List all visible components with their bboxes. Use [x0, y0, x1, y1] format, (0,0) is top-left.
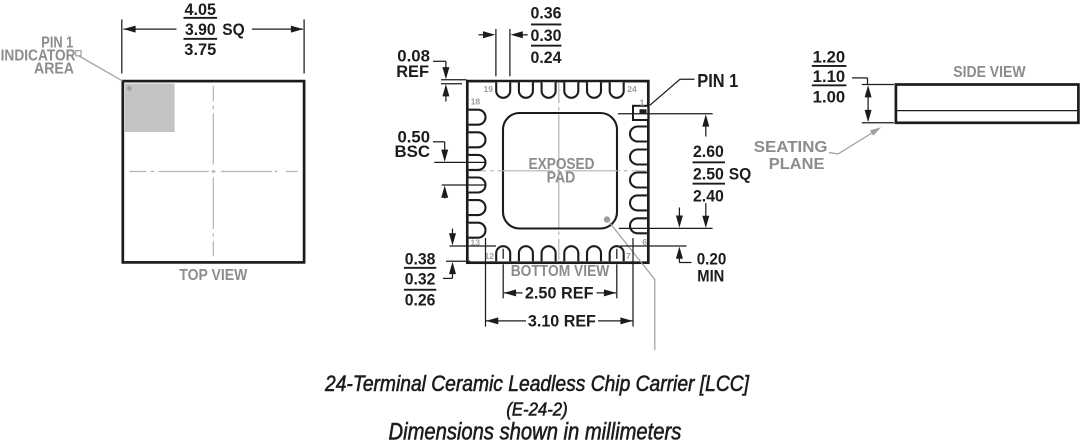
svg-text:1.20: 1.20 [813, 49, 845, 67]
svg-text:18: 18 [471, 97, 481, 107]
svg-text:INDICATOR: INDICATOR [1, 48, 76, 65]
svg-text:1: 1 [640, 97, 645, 107]
svg-text:3.90: 3.90 [185, 21, 216, 39]
svg-text:1.10: 1.10 [813, 68, 845, 86]
svg-text:SIDE VIEW: SIDE VIEW [953, 64, 1026, 81]
svg-text:PLANE: PLANE [769, 156, 825, 173]
svg-text:2.60: 2.60 [693, 143, 724, 161]
svg-text:0.08: 0.08 [397, 48, 430, 66]
svg-text:3.10 REF: 3.10 REF [528, 313, 596, 331]
svg-text:19: 19 [484, 84, 494, 94]
svg-text:12: 12 [485, 251, 495, 261]
svg-text:BOTTOM VIEW: BOTTOM VIEW [511, 263, 610, 280]
svg-text:BSC: BSC [395, 143, 431, 161]
svg-text:7: 7 [626, 251, 631, 261]
svg-text:PAD: PAD [547, 170, 576, 187]
svg-text:2.50 REF: 2.50 REF [525, 284, 594, 302]
svg-text:0.20: 0.20 [697, 250, 727, 268]
svg-text:0.36: 0.36 [531, 5, 562, 23]
svg-text:0.50: 0.50 [398, 128, 431, 146]
svg-text:24: 24 [627, 84, 637, 94]
svg-text:TOP VIEW: TOP VIEW [179, 267, 248, 284]
svg-text:13: 13 [471, 238, 481, 248]
svg-text:2.40: 2.40 [693, 188, 724, 206]
svg-text:4.05: 4.05 [185, 1, 217, 19]
svg-text:0.24: 0.24 [531, 49, 563, 67]
svg-text:0.30: 0.30 [531, 27, 562, 45]
svg-text:(E-24-2): (E-24-2) [506, 398, 567, 419]
svg-text:0.26: 0.26 [405, 292, 436, 310]
svg-text:0.38: 0.38 [405, 251, 436, 269]
svg-text:0.32: 0.32 [405, 271, 436, 289]
svg-text:REF: REF [396, 63, 429, 81]
svg-text:1.00: 1.00 [813, 89, 845, 107]
svg-text:SQ: SQ [222, 21, 245, 39]
svg-text:AREA: AREA [34, 61, 74, 78]
svg-text:EXPOSED: EXPOSED [529, 156, 595, 173]
svg-text:MIN: MIN [697, 267, 724, 285]
svg-text:3.75: 3.75 [184, 41, 216, 59]
svg-text:SEATING: SEATING [754, 139, 828, 156]
svg-text:2.50: 2.50 [693, 165, 724, 183]
svg-text:PIN 1: PIN 1 [41, 35, 73, 52]
svg-text:Dimensions shown in millimeter: Dimensions shown in millimeters [389, 418, 682, 440]
svg-text:6: 6 [642, 237, 647, 247]
svg-text:PIN 1: PIN 1 [697, 71, 738, 91]
svg-text:SQ: SQ [729, 165, 752, 183]
svg-text:24-Terminal Ceramic Leadless C: 24-Terminal Ceramic Leadless Chip Carrie… [324, 371, 749, 396]
